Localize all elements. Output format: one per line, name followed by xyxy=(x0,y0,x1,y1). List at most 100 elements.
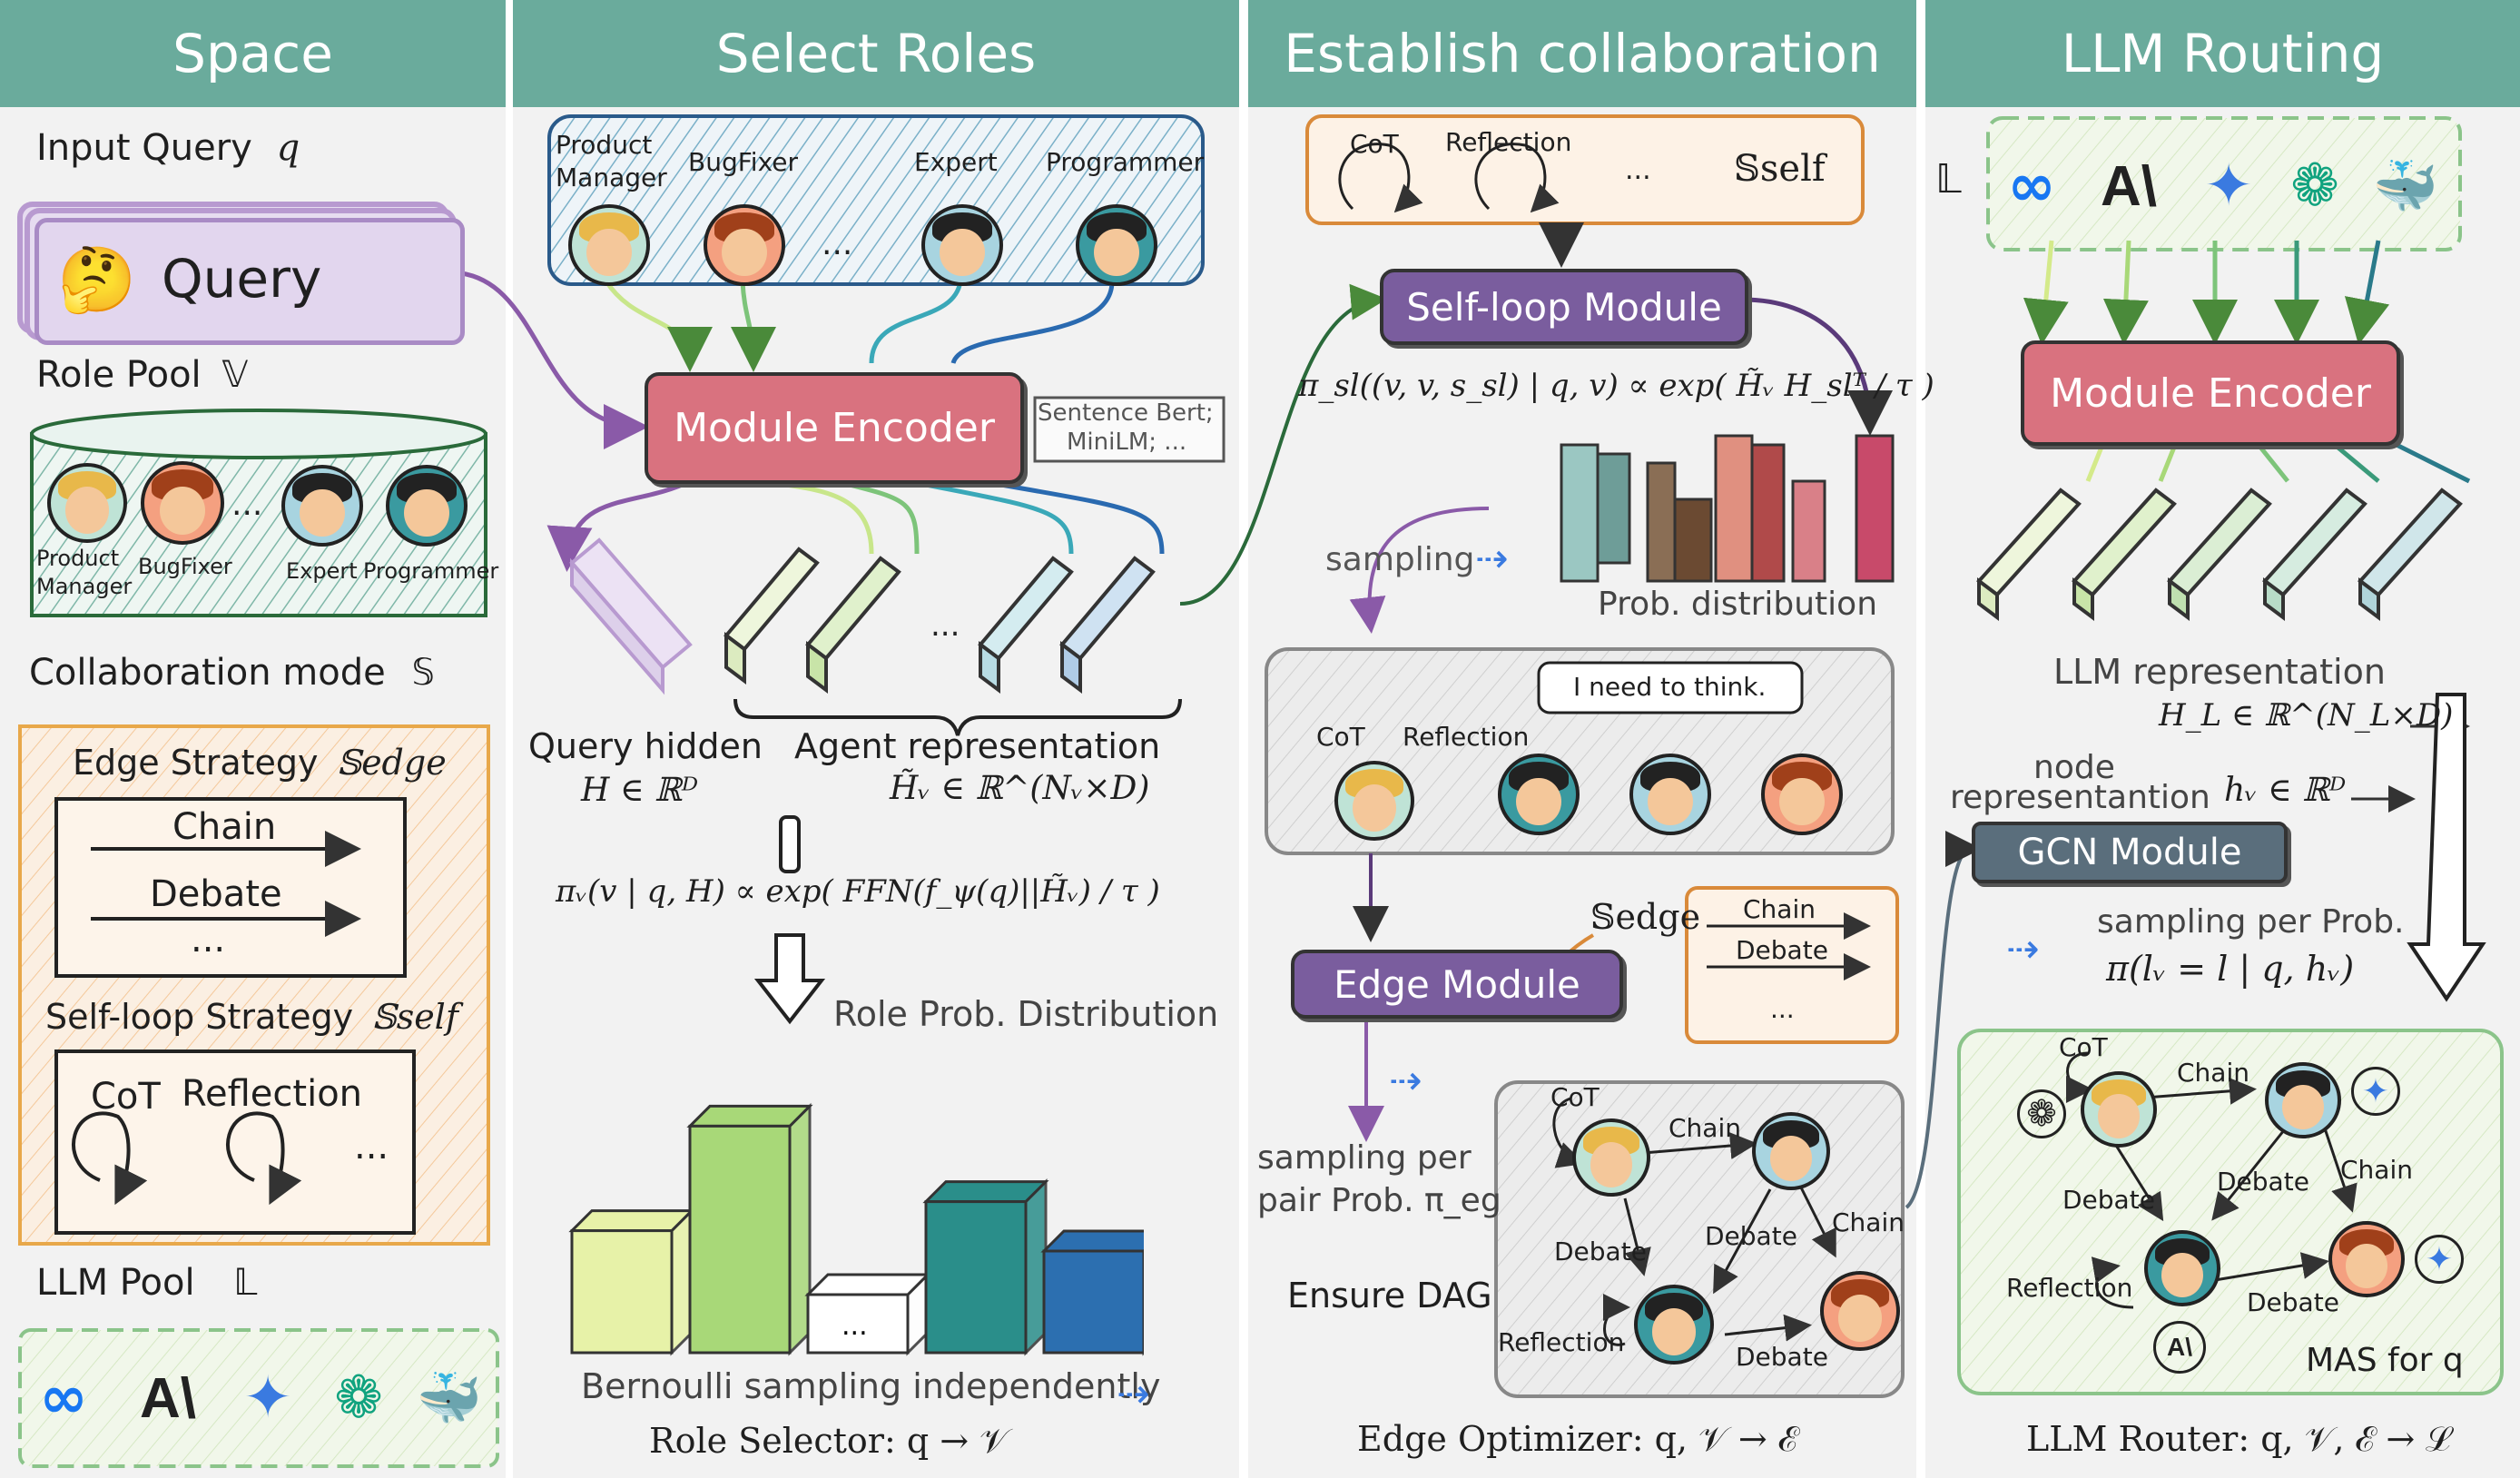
dag-avatar-product-manager xyxy=(1572,1118,1650,1197)
roles-ellipsis: ... xyxy=(822,225,853,262)
prob-distribution-label: Prob. distribution xyxy=(1598,586,1878,623)
role-bar-3: ... xyxy=(804,1271,931,1356)
sampling-per-pair-1: sampling per xyxy=(1257,1139,1472,1177)
routing-gemini-logo-icon: ✦ xyxy=(2204,153,2253,220)
selfloop-strategy-label: Self-loop Strategy 𝕊self xyxy=(45,997,458,1037)
roles-box-label-3: Expert xyxy=(914,147,998,177)
encoder-note-2: MiniLM; ... xyxy=(1067,429,1187,456)
collab-mode-label: Collaboration mode 𝕊 xyxy=(29,652,435,694)
dag-label-debate-1: Debate xyxy=(1554,1237,1647,1266)
anthropic-logo-icon: A\ xyxy=(140,1366,196,1430)
openai-logo-icon: ❁ xyxy=(334,1365,383,1432)
node-repr-math: hᵥ ∈ ℝᴰ xyxy=(2224,772,2347,809)
role-bar-2 xyxy=(686,1102,813,1356)
avatar-expert xyxy=(281,465,363,547)
role-pool-role-1: Product Manager xyxy=(36,546,133,600)
edge-module[interactable]: Edge Module xyxy=(1291,950,1623,1019)
select-roles-header: Select Roles xyxy=(513,0,1239,107)
role-pool-role-2: BugFixer xyxy=(138,554,232,579)
avatar-bugfixer xyxy=(141,461,224,545)
mas-avatar-bugfixer xyxy=(2328,1221,2405,1297)
module-encoder[interactable]: Module Encoder xyxy=(645,372,1024,484)
mas-label-cot: CoT xyxy=(2059,1032,2108,1062)
selfloop-formula: π_sl((v, v, s_sl) | q, v) ∝ exp( H̃ᵥ H_s… xyxy=(1298,368,1934,404)
routing-openai-logo-icon: ❁ xyxy=(2290,153,2339,220)
mas-openai-badge-icon: ❁ xyxy=(2017,1089,2066,1138)
agent-block-1 xyxy=(724,547,820,685)
dag-avatar-programmer xyxy=(1634,1285,1714,1365)
self-cot: CoT xyxy=(1350,129,1399,159)
dag-avatar-expert xyxy=(1752,1112,1830,1190)
mas-label-chain-1: Chain xyxy=(2177,1058,2249,1088)
mas-avatar-product-manager xyxy=(2081,1071,2157,1148)
roles-avatar-product-manager xyxy=(568,204,650,286)
self-symbol: 𝕊self xyxy=(1734,148,1826,190)
self-reflection: Reflection xyxy=(1445,127,1572,157)
edge-item-debate: Debate xyxy=(150,873,282,915)
agents-cot: CoT xyxy=(1316,722,1365,752)
mas-label-debate-1: Debate xyxy=(2062,1185,2155,1215)
sampling-label: sampling xyxy=(1325,541,1475,578)
routing-deepseek-logo-icon: 🐳 xyxy=(2372,154,2439,217)
role-bar-4 xyxy=(922,1177,1049,1356)
agents-reflection: Reflection xyxy=(1403,722,1530,752)
query-hidden-label: Query hidden xyxy=(528,726,763,766)
edge-item-more: ... xyxy=(191,919,226,961)
collab-avatar-bugfixer xyxy=(1761,754,1843,835)
svg-text:...: ... xyxy=(930,607,960,644)
mas-label-debate-3: Debate xyxy=(2247,1287,2339,1317)
ensure-dag-label: Ensure DAG xyxy=(1287,1276,1492,1315)
sampling-icon-routing: ⇢ xyxy=(2006,926,2040,972)
roles-box-label-4: Programmer xyxy=(1046,147,1205,177)
agent-repr-math: H̃ᵥ ∈ ℝ^(Nᵥ×D) xyxy=(890,770,1150,807)
role-bar-5 xyxy=(1040,1229,1144,1356)
mas-label-chain-2: Chain xyxy=(2340,1155,2413,1185)
gemini-logo-icon: ✦ xyxy=(243,1365,292,1432)
avatar-programmer xyxy=(386,465,468,547)
sampling-icon-bernoulli: ⇢ xyxy=(1117,1371,1150,1417)
role-formula: πᵥ(v | q, H) ∝ exp( FFN(f_ψ(q)||H̃ᵥ) / τ… xyxy=(556,873,1160,910)
node-repr-2: representantion xyxy=(1950,779,2210,816)
space-header: Space xyxy=(0,0,506,107)
agent-block-4 xyxy=(1059,556,1156,694)
sampling-per-prob: sampling per Prob. xyxy=(2097,903,2405,941)
agent-block-3 xyxy=(978,556,1074,694)
roles-avatar-expert xyxy=(921,204,1003,286)
llm-repr-math: H_L ∈ ℝ^(N_L×D) xyxy=(2159,697,2454,734)
edge-strategy-label: Edge Strategy 𝕊edge xyxy=(73,743,447,783)
sampling-icon-selfloop: ⇢ xyxy=(1475,536,1509,582)
dag-label-cot: CoT xyxy=(1550,1082,1600,1112)
mas-anthropic-badge-icon: A\ xyxy=(2153,1321,2206,1374)
embedding-blocks: ... xyxy=(569,537,1156,695)
sampling-icon-edge: ⇢ xyxy=(1389,1058,1422,1104)
routing-meta-logo-icon: ∞ xyxy=(2007,153,2056,220)
roles-box-label-1: Product Manager xyxy=(556,130,667,193)
sampling-per-pair-2: pair Prob. π_eg xyxy=(1257,1182,1501,1219)
routing-module-encoder[interactable]: Module Encoder xyxy=(2021,340,2400,446)
thinking-emoji-icon: 🤔 xyxy=(57,242,137,317)
dag-label-debate-3: Debate xyxy=(1736,1342,1828,1372)
sampling-per-prob-formula: π(lᵥ = l | q, hᵥ) xyxy=(2106,949,2355,989)
agent-block-2 xyxy=(805,556,901,694)
edge-more: ... xyxy=(1770,994,1795,1024)
input-query-label: Input Query q xyxy=(36,127,300,169)
role-bar-ellipsis: ... xyxy=(842,1310,868,1342)
routing-llm-symbol: 𝕃 xyxy=(1935,156,1962,202)
collab-avatar-product-manager xyxy=(1334,761,1414,841)
role-pool-label: Role Pool 𝕍 xyxy=(36,354,249,396)
roles-avatar-programmer xyxy=(1076,204,1157,286)
role-pool-ellipsis: ... xyxy=(231,486,263,523)
llm-repr-label: LLM representation xyxy=(2053,652,2386,692)
selfloop-module[interactable]: Self-loop Module xyxy=(1380,269,1748,345)
gcn-module[interactable]: GCN Module xyxy=(1972,822,2288,883)
dag-label-reflection: Reflection xyxy=(1498,1327,1625,1357)
collaboration-header: Establish collaboration xyxy=(1248,0,1916,107)
mas-label-debate-2: Debate xyxy=(2217,1167,2309,1197)
agent-repr-label: Agent representation xyxy=(794,726,1161,766)
mas-label-reflection: Reflection xyxy=(2006,1273,2133,1303)
edge-optimizer-label: Edge Optimizer: q, 𝒱 → ℰ xyxy=(1357,1419,1798,1459)
self-more: ... xyxy=(1625,154,1651,186)
query-box[interactable]: 🤔 Query xyxy=(34,218,465,345)
selfloop-item-reflection: Reflection xyxy=(182,1073,363,1115)
llm-router-label: LLM Router: q, 𝒱, ℰ → ℒ xyxy=(2026,1419,2451,1459)
